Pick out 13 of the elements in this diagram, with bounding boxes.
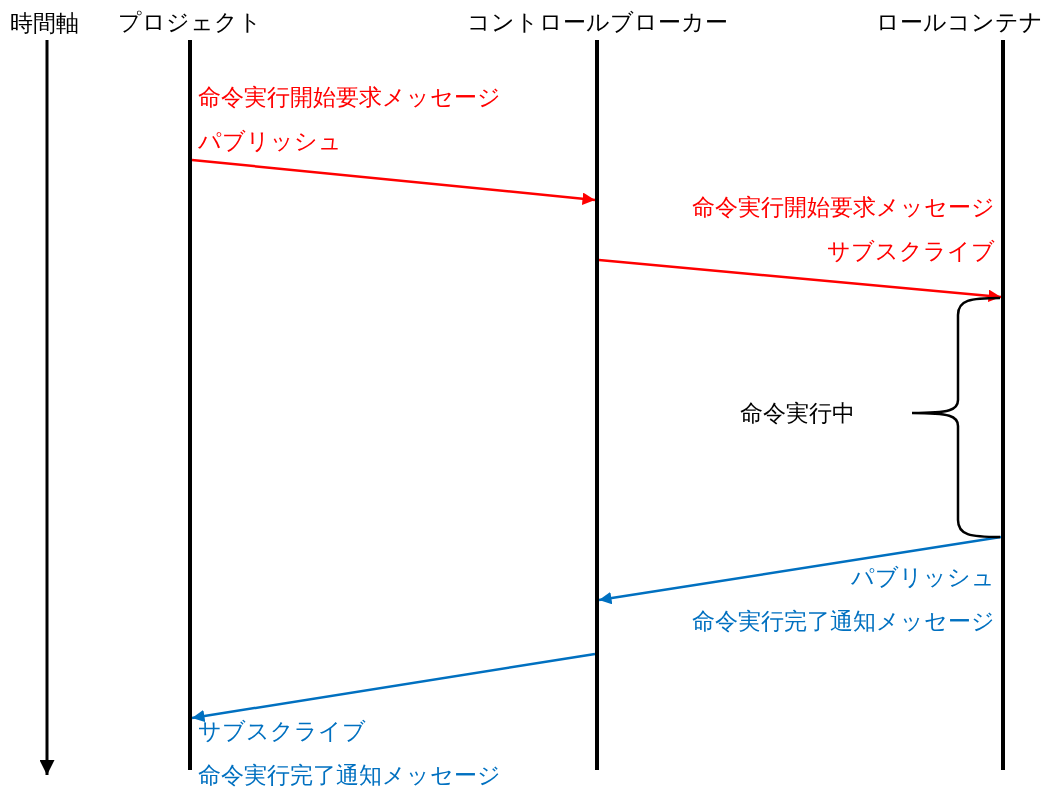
annotation: 命令実行中 [740,400,855,428]
edge-label: 命令実行開始要求メッセージサブスクライブ [692,194,995,266]
arrow [598,535,1002,605]
axis-label: 時間軸 [10,10,79,38]
participant-name: コントロールブローカー [465,9,729,37]
edge-label: パブリッシュ命令実行完了通知メッセージ [692,564,995,636]
arrow [191,652,596,723]
arrow [598,258,1002,303]
participant-name: プロジェクト [117,9,263,37]
participant-name: ロールコンテナ [874,9,1044,37]
arrow [191,158,596,205]
edge-label: 命令実行開始要求メッセージパブリッシュ [198,84,501,156]
edge-label: サブスクライブ命令実行完了通知メッセージ [198,718,501,790]
